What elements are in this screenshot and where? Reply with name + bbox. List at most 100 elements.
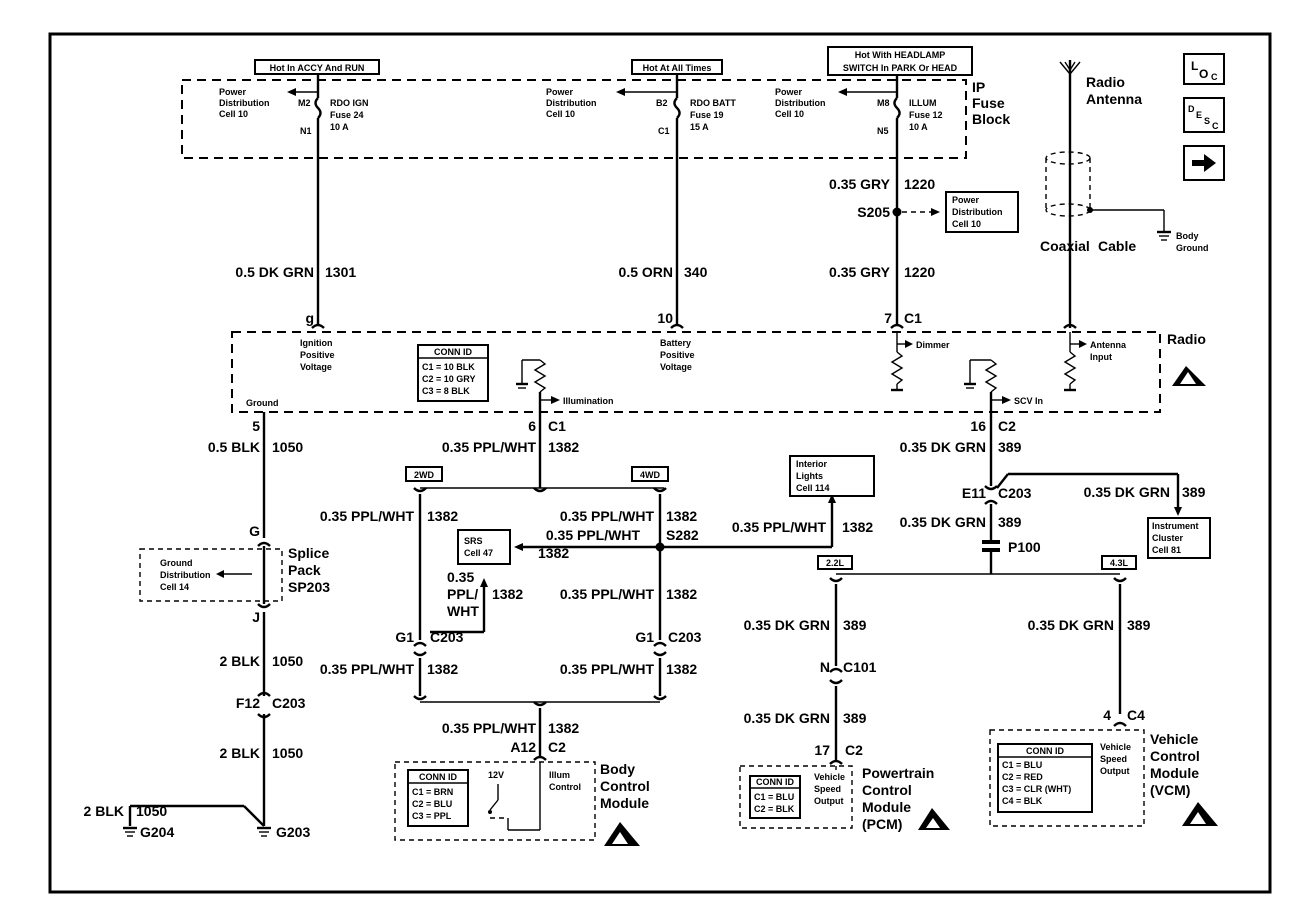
- svg-text:2 BLK: 2 BLK: [220, 653, 260, 669]
- radio-conn-id-table: CONN ID C1 = 10 BLK C2 = 10 GRY C3 = 8 B…: [417, 344, 489, 402]
- svg-text:Antenna: Antenna: [1086, 91, 1142, 107]
- fuse-rdo-batt: Power Distribution Cell 10 B2 C1 RDO BAT…: [546, 75, 736, 326]
- svg-text:1382: 1382: [548, 720, 579, 736]
- loc-icon[interactable]: L O C: [1183, 53, 1225, 85]
- svg-text:C2: C2: [998, 418, 1016, 434]
- svg-text:C1 = 10 BLK: C1 = 10 BLK: [422, 362, 475, 372]
- fuse-illum: Power Distribution Cell 10 M8 N5 ILLUM F…: [775, 75, 943, 326]
- svg-text:6: 6: [528, 418, 536, 434]
- diagram-frame: [48, 32, 1272, 894]
- radio-antenna-input: Antenna Input: [1063, 332, 1127, 392]
- svg-text:J: J: [252, 609, 260, 625]
- svg-text:0.35 DK GRN: 0.35 DK GRN: [900, 514, 986, 530]
- svg-text:Cluster: Cluster: [1152, 533, 1184, 543]
- radio-pin-g: g: [305, 310, 314, 326]
- svg-text:C2 = BLU: C2 = BLU: [412, 799, 452, 809]
- svg-text:Speed: Speed: [1100, 754, 1127, 764]
- hot-label-accy-run: Hot In ACCY And RUN: [254, 59, 380, 75]
- svg-text:2 BLK: 2 BLK: [220, 745, 260, 761]
- svg-text:Cell 14: Cell 14: [160, 582, 189, 592]
- svg-text:C2: C2: [845, 742, 863, 758]
- svg-text:Cell 47: Cell 47: [464, 548, 493, 558]
- wire-1301-num: 1301: [325, 264, 356, 280]
- svg-text:Distribution: Distribution: [160, 570, 211, 580]
- svg-text:RDO IGN: RDO IGN: [330, 98, 369, 108]
- svg-text:C: C: [1212, 121, 1219, 131]
- radio-illumination-circuit: Illumination: [516, 359, 614, 418]
- svg-text:1050: 1050: [272, 653, 303, 669]
- svg-text:CONN ID: CONN ID: [756, 777, 795, 787]
- svg-text:0.35 PPL/WHT: 0.35 PPL/WHT: [546, 527, 641, 543]
- right-arrow-icon[interactable]: [1183, 145, 1225, 181]
- svg-text:Control: Control: [549, 782, 581, 792]
- svg-text:G1: G1: [395, 629, 414, 645]
- svg-text:Positive: Positive: [300, 350, 335, 360]
- svg-text:Speed: Speed: [814, 784, 841, 794]
- svg-text:SP203: SP203: [288, 579, 330, 595]
- wire-1220-upper-size: 0.35 GRY: [829, 176, 891, 192]
- wire-1220-lower-size: 0.35 GRY: [829, 264, 891, 280]
- svg-text:Module: Module: [1150, 765, 1199, 781]
- svg-text:Distribution: Distribution: [546, 98, 597, 108]
- desc-icon[interactable]: D E S C: [1183, 97, 1225, 133]
- svg-text:1382: 1382: [666, 586, 697, 602]
- svg-text:0.35 PPL/WHT: 0.35 PPL/WHT: [560, 661, 655, 677]
- svg-text:N5: N5: [877, 126, 889, 136]
- svg-text:1382: 1382: [548, 439, 579, 455]
- svg-text:Power: Power: [546, 87, 574, 97]
- svg-text:SCV In: SCV In: [1014, 396, 1043, 406]
- svg-text:0.35 PPL/WHT: 0.35 PPL/WHT: [560, 586, 655, 602]
- body-control-module: Body Control Module CONN ID C1 = BRN C2 …: [394, 761, 650, 846]
- svg-text:Vehicle: Vehicle: [1100, 742, 1131, 752]
- svg-text:Voltage: Voltage: [660, 362, 692, 372]
- svg-text:S282: S282: [666, 527, 699, 543]
- svg-text:Cell 10: Cell 10: [775, 109, 804, 119]
- svg-text:0.35 PPL/WHT: 0.35 PPL/WHT: [732, 519, 827, 535]
- svg-text:N: N: [820, 659, 830, 675]
- svg-text:C1 = BRN: C1 = BRN: [412, 787, 453, 797]
- svg-text:15 A: 15 A: [690, 122, 709, 132]
- esd-icon: [1172, 366, 1206, 386]
- svg-text:Power: Power: [775, 87, 803, 97]
- svg-text:C3 = CLR (WHT): C3 = CLR (WHT): [1002, 784, 1071, 794]
- radio-ground-label: Ground: [246, 398, 279, 408]
- wire-1220-lower-num: 1220: [904, 264, 935, 280]
- svg-text:Fuse 24: Fuse 24: [330, 110, 364, 120]
- svg-text:C101: C101: [843, 659, 877, 675]
- svg-text:Positive: Positive: [660, 350, 695, 360]
- svg-text:M8: M8: [877, 98, 890, 108]
- svg-text:O: O: [1199, 67, 1208, 81]
- svg-text:Dimmer: Dimmer: [916, 340, 950, 350]
- ground-circuit-1050: 5 0.5 BLK 1050 G J Splice Pack SP203 Gro…: [84, 412, 330, 840]
- svg-text:Input: Input: [1090, 352, 1112, 362]
- svg-text:Power: Power: [952, 195, 980, 205]
- svg-text:Interior: Interior: [796, 459, 828, 469]
- svg-text:Fuse 12: Fuse 12: [909, 110, 943, 120]
- svg-text:1382: 1382: [427, 508, 458, 524]
- svg-text:C4: C4: [1127, 707, 1145, 723]
- svg-text:C3 = PPL: C3 = PPL: [412, 811, 452, 821]
- svg-text:C: C: [1211, 72, 1218, 82]
- svg-text:2 BLK: 2 BLK: [84, 803, 124, 819]
- svg-text:C203: C203: [272, 695, 306, 711]
- svg-text:2WD: 2WD: [414, 470, 435, 480]
- svg-text:0.35 PPL/WHT: 0.35 PPL/WHT: [320, 508, 415, 524]
- svg-text:Pack: Pack: [288, 562, 321, 578]
- svg-text:Hot At All Times: Hot At All Times: [643, 63, 712, 73]
- svg-text:C1 = BLU: C1 = BLU: [1002, 760, 1042, 770]
- radio-antenna: Radio Antenna: [1059, 60, 1142, 328]
- radio-ignition-label: Ignition: [300, 338, 333, 348]
- svg-text:(PCM): (PCM): [862, 816, 902, 832]
- fuse-block-title-3: Block: [972, 111, 1010, 127]
- svg-text:N1: N1: [300, 126, 312, 136]
- wire-340-size: 0.5 ORN: [619, 264, 673, 280]
- svg-text:0.35 PPL/WHT: 0.35 PPL/WHT: [560, 508, 655, 524]
- svg-text:Cable: Cable: [1098, 238, 1136, 254]
- svg-text:Body: Body: [600, 761, 635, 777]
- svg-text:S: S: [1204, 116, 1210, 126]
- svg-text:P100: P100: [1008, 539, 1041, 555]
- wire-1220-upper-num: 1220: [904, 176, 935, 192]
- svg-text:RDO BATT: RDO BATT: [690, 98, 736, 108]
- svg-text:389: 389: [843, 617, 867, 633]
